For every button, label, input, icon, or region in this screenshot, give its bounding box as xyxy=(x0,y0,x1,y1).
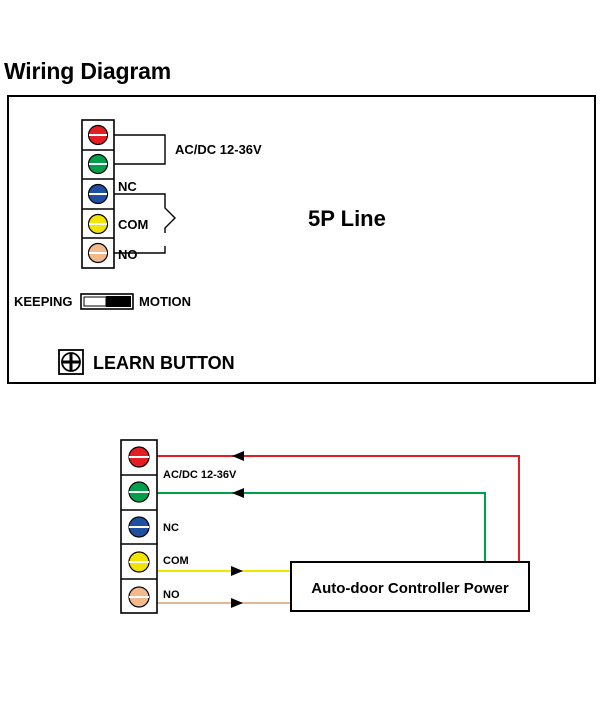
switch-right-label: MOTION xyxy=(139,294,191,309)
terminal-label-no: NO xyxy=(118,247,138,262)
terminal-screw-5 xyxy=(87,242,109,264)
green-wire xyxy=(157,492,486,562)
terminal-screw-2 xyxy=(87,153,109,175)
mode-switch: KEEPING MOTION xyxy=(14,293,191,310)
terminal-block xyxy=(81,119,115,269)
terminal-screw-3 xyxy=(87,183,109,205)
terminal-screw-2 xyxy=(128,481,150,503)
controller-box-frame xyxy=(290,561,530,612)
terminal-block-2 xyxy=(120,439,158,614)
no-wire-arrow xyxy=(231,598,243,608)
terminal-screw-5 xyxy=(128,586,150,608)
page-title: Wiring Diagram xyxy=(4,58,171,84)
no-label-2: NO xyxy=(163,589,180,601)
module-title: 5P Line xyxy=(308,206,386,231)
nc-com-jumper xyxy=(114,193,176,233)
learn-button-label: LEARN BUTTON xyxy=(93,353,235,373)
wires xyxy=(157,451,520,608)
red-wire-arrow xyxy=(232,451,244,461)
no-bracket xyxy=(114,246,166,254)
yellow-wire-arrow xyxy=(231,566,243,576)
terminal-screw-4 xyxy=(87,213,109,235)
module-panel-frame xyxy=(7,95,596,384)
nc-label-2: NC xyxy=(163,522,179,534)
power-label-2: AC/DC 12-36V xyxy=(163,469,237,481)
module-panel: AC/DC 12-36V NC COM NO 5P Line KEEPING M… xyxy=(7,95,596,384)
terminal-screw-1 xyxy=(128,446,150,468)
power-bracket xyxy=(114,134,166,165)
terminal-label-nc: NC xyxy=(118,179,137,194)
learn-button[interactable]: LEARN BUTTON xyxy=(58,349,235,375)
controller-box: Auto-door Controller Power xyxy=(290,561,530,612)
terminal-screw-4 xyxy=(128,551,150,573)
controller-label: Auto-door Controller Power xyxy=(311,580,509,597)
connection-diagram: AC/DC 12-36V NC COM NO Auto-door Control… xyxy=(120,439,530,614)
green-wire-arrow xyxy=(232,488,244,498)
terminal-screw-1 xyxy=(87,124,109,146)
switch-knob[interactable] xyxy=(106,296,131,307)
power-label: AC/DC 12-36V xyxy=(175,142,262,157)
red-wire xyxy=(157,455,520,562)
switch-left-label: KEEPING xyxy=(14,294,73,309)
terminal-label-com: COM xyxy=(118,217,148,232)
com-label-2: COM xyxy=(163,555,189,567)
terminal-screw-3 xyxy=(128,516,150,538)
switch-slot xyxy=(83,296,107,307)
